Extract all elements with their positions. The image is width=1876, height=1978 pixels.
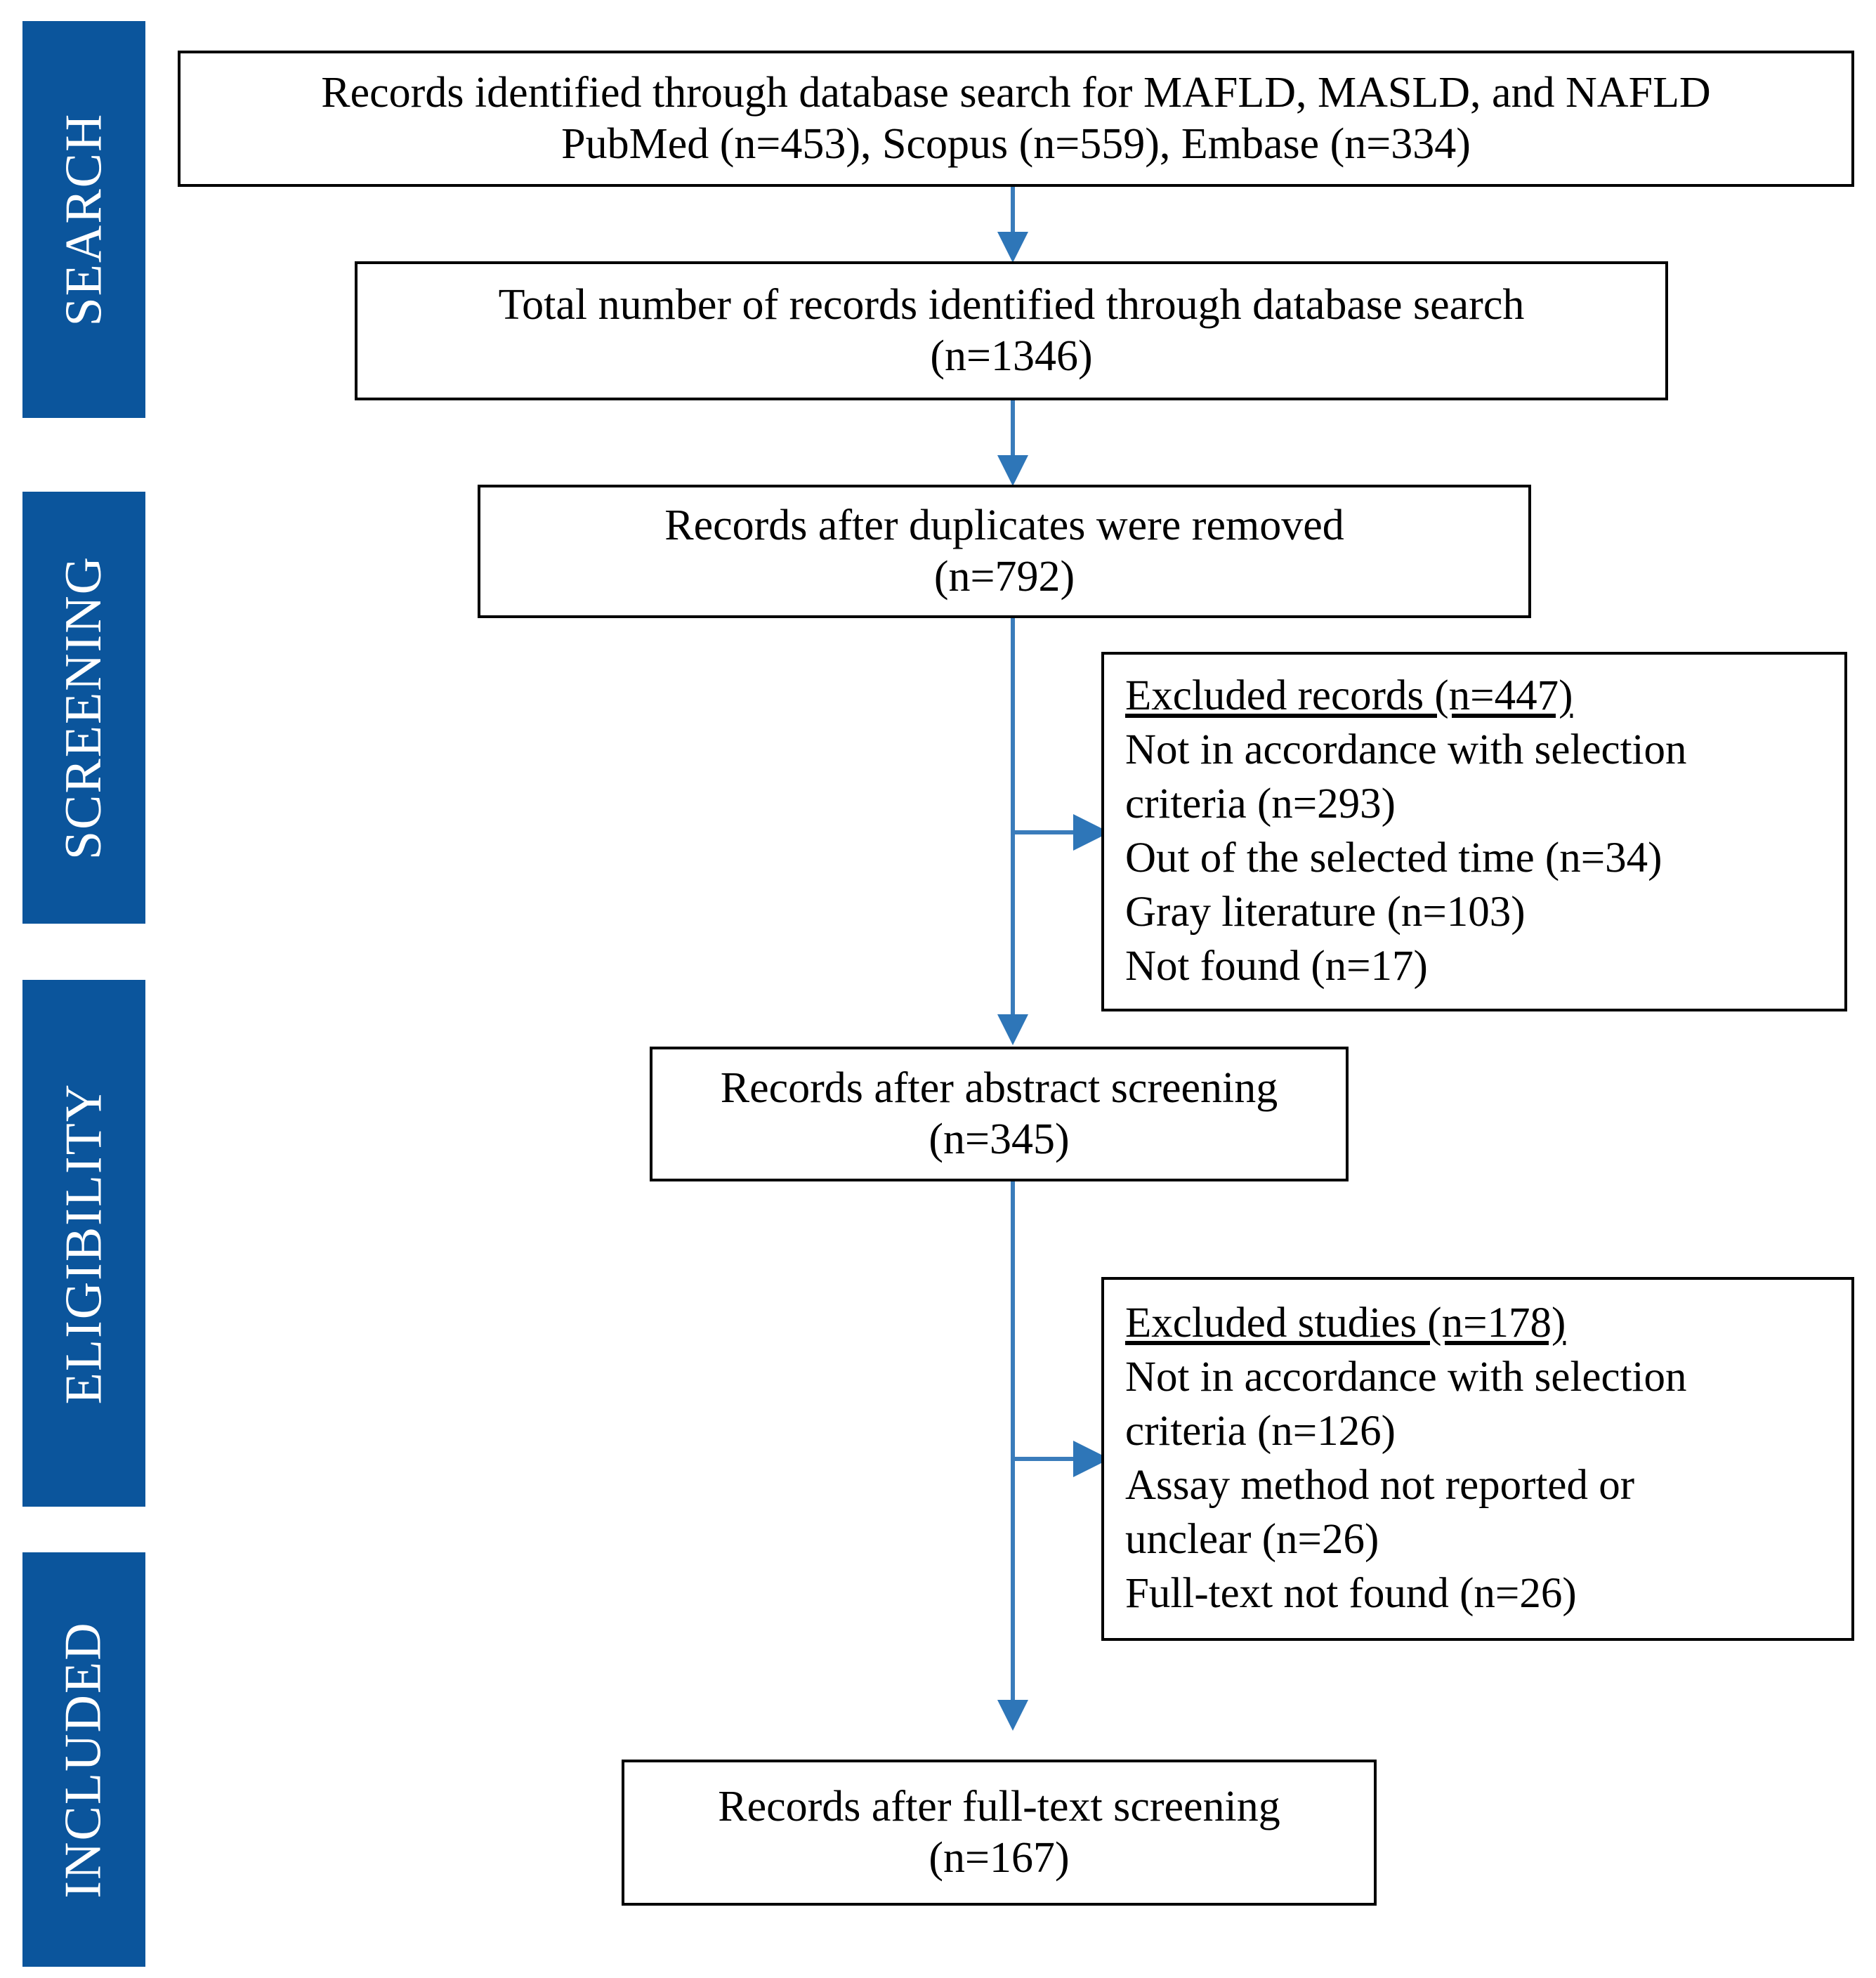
stage-label-screening: SCREENING	[55, 555, 112, 860]
box-records-after-duplicates: Records after duplicates were removed (n…	[478, 485, 1531, 618]
box-records-identified: Records identified through database sear…	[178, 51, 1854, 187]
connector-branch-excluded-studies	[1011, 1457, 1092, 1461]
box-fulltext-screening-line1: Records after full-text screening	[718, 1782, 1280, 1830]
box-excluded-records: Excluded records (n=447) Not in accordan…	[1101, 652, 1847, 1011]
excluded-records-header: Excluded records (n=447)	[1125, 672, 1573, 720]
stage-label-search: SEARCH	[55, 112, 113, 327]
stage-bar-search: SEARCH	[22, 21, 145, 418]
box-abstract-screening-line2: (n=345)	[929, 1115, 1070, 1163]
connector-identified-to-total	[1011, 187, 1015, 246]
excluded-records-line2: criteria (n=293)	[1125, 780, 1396, 828]
box-fulltext-screening-line2: (n=167)	[929, 1834, 1070, 1882]
excluded-studies-line1: Not in accordance with selection	[1125, 1354, 1687, 1401]
box-total-records: Total number of records identified throu…	[355, 261, 1668, 400]
connector-total-to-duplicates	[1011, 400, 1015, 471]
box-total-records-line1: Total number of records identified throu…	[498, 280, 1525, 329]
excluded-records-line4: Gray literature (n=103)	[1125, 888, 1526, 936]
stage-label-eligibility: ELIGIBILITY	[55, 1082, 112, 1404]
box-excluded-studies: Excluded studies (n=178) Not in accordan…	[1101, 1277, 1854, 1641]
box-records-after-duplicates-line2: (n=792)	[933, 553, 1075, 601]
excluded-records-line1: Not in accordance with selection	[1125, 726, 1687, 774]
box-records-identified-line1: Records identified through database sear…	[321, 68, 1711, 117]
arrowhead-identified-to-total	[997, 232, 1028, 263]
box-records-after-duplicates-line1: Records after duplicates were removed	[664, 501, 1344, 549]
stage-bar-eligibility: ELIGIBILITY	[22, 980, 145, 1507]
box-records-identified-line2: PubMed (n=453), Scopus (n=559), Embase (…	[561, 120, 1471, 168]
excluded-records-line5: Not found (n=17)	[1125, 942, 1428, 990]
arrowhead-abstract-to-fulltext	[997, 1700, 1028, 1731]
excluded-studies-line4: unclear (n=26)	[1125, 1515, 1379, 1563]
stage-label-included: INCLUDED	[55, 1620, 113, 1899]
connector-duplicates-to-abstract	[1011, 618, 1015, 1019]
connector-branch-excluded-records	[1011, 830, 1092, 834]
box-abstract-screening-line1: Records after abstract screening	[720, 1063, 1278, 1112]
connector-abstract-to-fulltext	[1011, 1181, 1015, 1705]
box-total-records-line2: (n=1346)	[930, 332, 1093, 380]
excluded-studies-line5: Full-text not found (n=26)	[1125, 1569, 1577, 1617]
excluded-studies-line3: Assay method not reported or	[1125, 1462, 1635, 1509]
stage-bar-included: INCLUDED	[22, 1552, 145, 1967]
excluded-studies-line2: criteria (n=126)	[1125, 1408, 1396, 1455]
excluded-records-line3: Out of the selected time (n=34)	[1125, 834, 1662, 882]
box-records-after-abstract-screening: Records after abstract screening (n=345)	[650, 1047, 1349, 1181]
excluded-studies-header: Excluded studies (n=178)	[1125, 1299, 1566, 1347]
box-records-after-fulltext-screening: Records after full-text screening (n=167…	[622, 1760, 1377, 1906]
arrowhead-duplicates-to-abstract	[997, 1014, 1028, 1045]
arrowhead-total-to-duplicates	[997, 455, 1028, 486]
stage-bar-screening: SCREENING	[22, 492, 145, 924]
